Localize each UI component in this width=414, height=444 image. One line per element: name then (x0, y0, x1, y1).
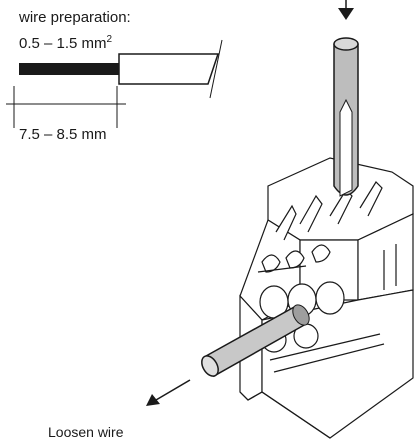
wire-entry-3 (315, 281, 345, 315)
clamp-slot-4 (359, 181, 383, 217)
strip-length-label: 7.5 – 8.5 mm (19, 126, 107, 143)
tool-top (333, 37, 359, 51)
pull-out-arrow-icon (146, 379, 191, 406)
actuation-tool (333, 37, 359, 197)
loosen-wire-caption: Loosen wire (48, 424, 124, 439)
wire-break-line (209, 39, 223, 99)
clamp-slot-1 (275, 204, 297, 241)
wire-inner-end (292, 304, 310, 326)
clamp-slot-2 (299, 194, 323, 233)
tool-blade-highlight (339, 98, 353, 197)
clamp-spring-1 (261, 254, 281, 273)
clamp-spring-3 (311, 244, 331, 263)
press-down-arrow-icon (338, 0, 354, 20)
strip-length-dimension: 7.5 – 8.5 mm (6, 86, 126, 143)
wire-conductor (19, 63, 119, 75)
removed-wire (201, 304, 310, 378)
wire-cross-section: 0.5 – 1.5 mm2 (19, 34, 113, 52)
wire-insulation (118, 53, 220, 85)
wire-end (201, 355, 219, 377)
terminal-block (239, 157, 414, 439)
stripped-wire (19, 39, 223, 99)
wire-prep-heading: wire preparation: (18, 9, 131, 26)
